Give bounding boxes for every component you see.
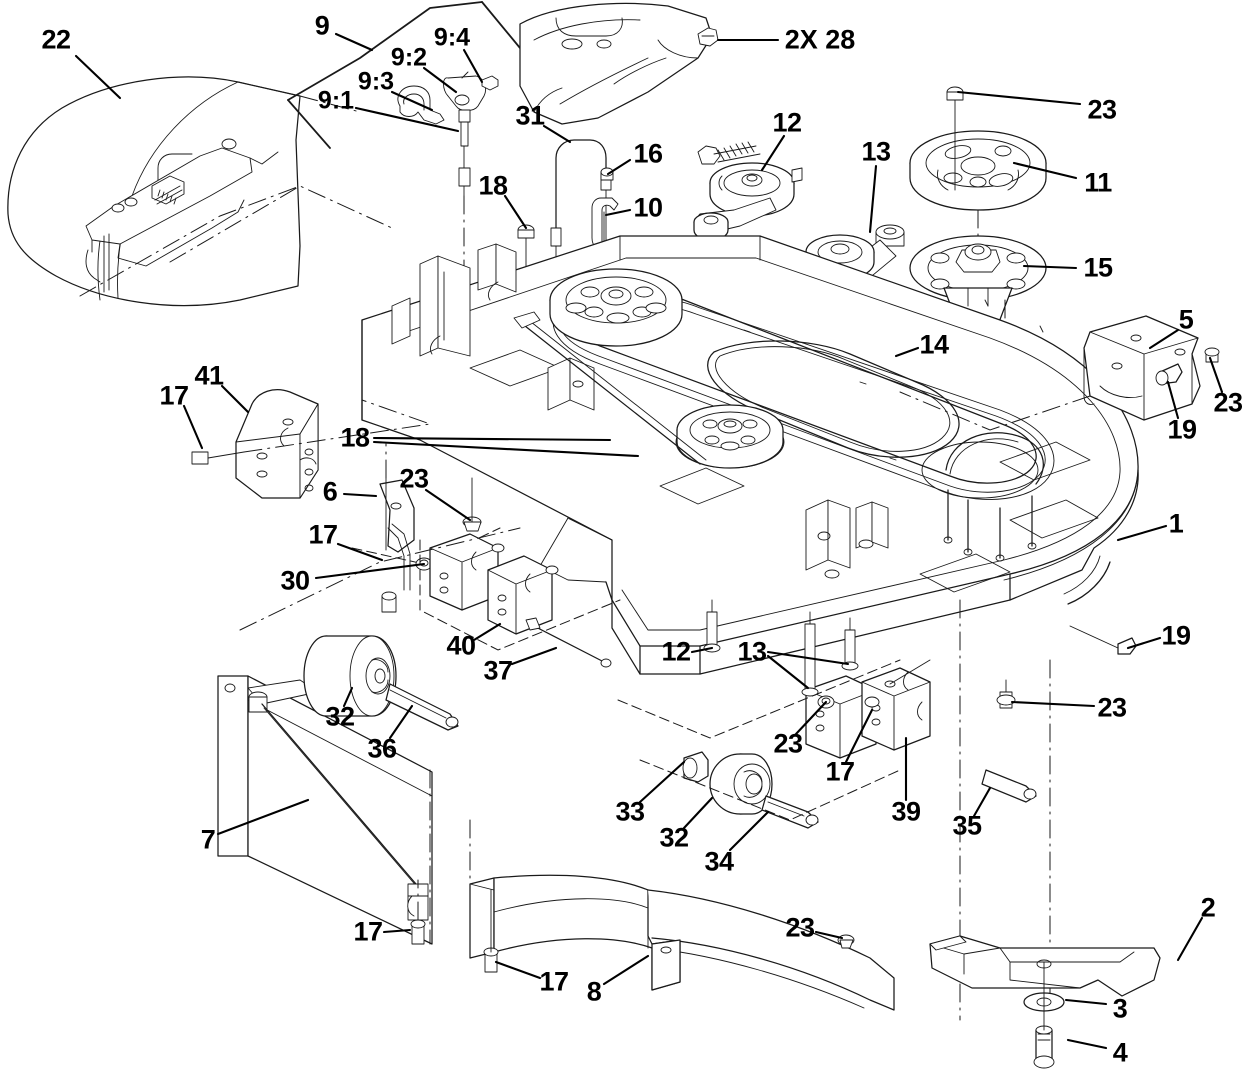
callout-c23b: 23 xyxy=(1213,387,1242,418)
callout-c22: 22 xyxy=(41,24,71,55)
part-41-bracket xyxy=(191,389,319,499)
part-11-drive-pulley xyxy=(909,86,1047,211)
callout-c17d: 17 xyxy=(353,916,383,947)
callout-c1: 1 xyxy=(1168,508,1184,539)
part-31-rod xyxy=(550,139,612,269)
callout-c3: 3 xyxy=(1112,993,1128,1024)
callout-c91: 9:1 xyxy=(317,86,355,115)
part-17-bolt-baffle xyxy=(483,889,499,973)
part-32-roller-center xyxy=(709,753,773,815)
callout-c92: 9:2 xyxy=(390,43,428,72)
callout-c32b: 32 xyxy=(659,822,689,853)
part-39-bracket xyxy=(805,659,931,759)
callout-c35: 35 xyxy=(952,810,982,841)
callout-c37: 37 xyxy=(483,655,513,686)
callout-c39: 39 xyxy=(891,796,921,827)
leader-lines xyxy=(74,32,1224,1050)
part-23-bolt-near-6 xyxy=(462,477,482,532)
callout-c17b: 17 xyxy=(308,519,338,550)
callout-c13b: 13 xyxy=(737,636,767,667)
part-19-pin-right xyxy=(1069,625,1137,655)
callout-c18a: 18 xyxy=(478,170,508,201)
part-32-roller-left xyxy=(303,635,397,717)
callout-c23f: 23 xyxy=(785,912,815,943)
callout-c32a: 32 xyxy=(325,701,355,732)
callout-c34: 34 xyxy=(704,846,734,877)
deck-spindle-left xyxy=(549,268,683,347)
part-7-side-plate xyxy=(217,675,433,945)
part-33-bushing xyxy=(682,751,709,783)
part-40-bracket-pair xyxy=(429,533,559,635)
part-17-bolt-lower-left xyxy=(410,919,426,945)
callout-c23e: 23 xyxy=(1097,692,1127,723)
callout-c40: 40 xyxy=(446,630,476,661)
callout-c17c: 17 xyxy=(825,756,855,787)
part-4-bolt xyxy=(1033,961,1055,1069)
part-2-blade xyxy=(929,935,1161,997)
callout-c19a: 19 xyxy=(1167,414,1197,445)
callout-c94: 9:4 xyxy=(433,23,471,52)
part-14-drive-belt xyxy=(707,340,960,458)
part-28-belt-shield xyxy=(519,2,719,125)
callout-c11: 11 xyxy=(1084,167,1112,198)
part-34-pin-center xyxy=(761,795,819,829)
part-37-rod xyxy=(525,617,612,668)
part-16-bolt xyxy=(600,167,614,181)
callout-c5: 5 xyxy=(1178,304,1194,335)
callout-c16: 16 xyxy=(633,138,663,169)
callout-c19b: 19 xyxy=(1161,620,1191,651)
callout-c36: 36 xyxy=(367,733,397,764)
part-22-discharge-deflector xyxy=(7,76,301,307)
callout-c12a: 12 xyxy=(772,107,802,138)
callout-c23a: 23 xyxy=(1087,94,1117,125)
callout-c23c: 23 xyxy=(399,463,429,494)
part-23-bolt-right xyxy=(996,679,1016,709)
callout-c18b: 18 xyxy=(340,422,370,453)
callout-c10: 10 xyxy=(633,192,663,223)
callout-c17e: 17 xyxy=(539,966,569,997)
part-23-bolt-baffle xyxy=(837,934,855,949)
callout-c17a: 17 xyxy=(159,380,189,411)
callout-c93: 9:3 xyxy=(357,67,395,96)
callout-c6: 6 xyxy=(322,476,338,507)
callout-c8: 8 xyxy=(586,976,602,1007)
callout-c33: 33 xyxy=(615,796,645,827)
callout-c2x28: 2X 28 xyxy=(784,24,856,55)
callout-c9: 9 xyxy=(314,10,330,41)
part-13-bolts-lower xyxy=(801,611,859,697)
callout-c14: 14 xyxy=(919,329,949,360)
callout-c15: 15 xyxy=(1083,252,1113,283)
callout-c41: 41 xyxy=(194,360,224,391)
callout-c12b: 12 xyxy=(661,636,691,667)
part-36-pin-left xyxy=(385,683,459,731)
callout-c2: 2 xyxy=(1200,892,1216,923)
callout-c30: 30 xyxy=(280,565,310,596)
callout-c31: 31 xyxy=(515,100,545,131)
part-6-latch-arm xyxy=(379,477,415,613)
callout-c4: 4 xyxy=(1112,1037,1128,1068)
part-8-baffle xyxy=(469,874,895,1011)
deck-spindle-center xyxy=(676,404,784,469)
callout-c23d: 23 xyxy=(773,728,803,759)
part-35-pin xyxy=(981,769,1037,803)
callout-c13a: 13 xyxy=(861,136,891,167)
callout-c7: 7 xyxy=(200,824,216,855)
